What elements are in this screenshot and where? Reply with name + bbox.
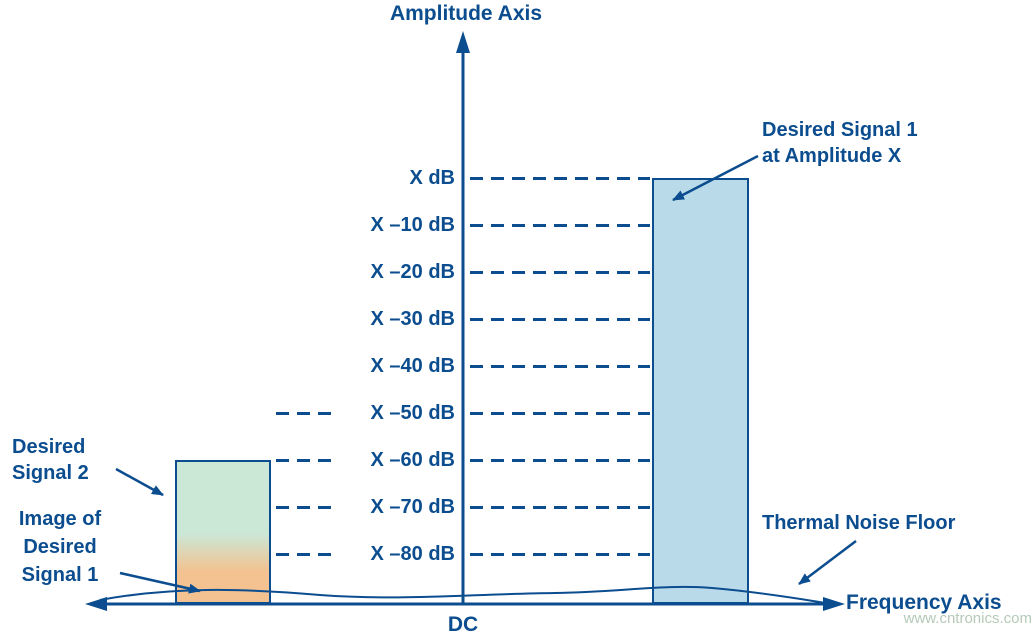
dashed-level-line — [470, 271, 650, 274]
db-tick-row: X –20 dB — [0, 258, 1036, 286]
desired-signal-1-bar — [652, 178, 749, 604]
dashed-level-line — [276, 506, 337, 509]
dashed-level-line — [276, 412, 337, 415]
watermark-text: www.cntronics.com — [903, 610, 1032, 627]
frequency-axis-label: Frequency Axis — [846, 591, 1002, 614]
dashed-level-line — [470, 177, 650, 180]
db-tick-label: X –30 dB — [370, 308, 455, 330]
desired-signal-2-annotation: Desired Signal 2 — [12, 434, 89, 486]
dashed-level-line — [470, 459, 650, 462]
dashed-level-line — [470, 365, 650, 368]
dashed-level-line — [470, 318, 650, 321]
annotation-line: Desired — [12, 436, 86, 458]
dashed-level-line — [470, 412, 650, 415]
db-tick-row: X –80 dB — [0, 540, 1036, 568]
annotation-line: Signal 1 — [21, 564, 99, 586]
dashed-level-line — [470, 553, 650, 556]
thermal-noise-floor-annotation: Thermal Noise Floor — [762, 512, 956, 534]
annotation-line: Image of — [18, 508, 102, 530]
db-tick-label: X –70 dB — [370, 496, 455, 518]
desired-signal-2-bar-region — [177, 462, 269, 534]
db-tick-label: X –20 dB — [370, 261, 455, 283]
db-tick-label: X dB — [409, 167, 455, 189]
db-tick-row: X dB — [0, 164, 1036, 192]
db-tick-row: X –10 dB — [0, 211, 1036, 239]
annotation-line: Desired — [23, 536, 97, 558]
dashed-level-line — [470, 506, 650, 509]
annotation-line: Desired Signal 1 — [762, 119, 918, 141]
dashed-level-line — [470, 224, 650, 227]
db-tick-label: X –60 dB — [370, 449, 455, 471]
dc-origin-label: DC — [447, 613, 479, 636]
db-tick-row: X –70 dB — [0, 493, 1036, 521]
dashed-level-line — [276, 459, 337, 462]
annotation-line: at Amplitude X — [762, 145, 902, 167]
db-tick-label: X –40 dB — [370, 355, 455, 377]
image-of-desired-signal-1-annotation: Image of Desired Signal 1 — [0, 505, 120, 589]
db-tick-row: X –40 dB — [0, 352, 1036, 380]
amplitude-axis-label: Amplitude Axis — [389, 2, 543, 25]
desired-signal-1-annotation: Desired Signal 1 at Amplitude X — [762, 117, 918, 169]
db-tick-row: X –60 dB — [0, 446, 1036, 474]
db-tick-label: X –50 dB — [370, 402, 455, 424]
dashed-level-line — [276, 553, 337, 556]
db-tick-row: X –50 dB — [0, 399, 1036, 427]
annotation-line: Signal 2 — [12, 462, 89, 484]
db-tick-label: X –10 dB — [370, 214, 455, 236]
db-tick-label: X –80 dB — [370, 543, 455, 565]
db-tick-row: X –30 dB — [0, 305, 1036, 333]
